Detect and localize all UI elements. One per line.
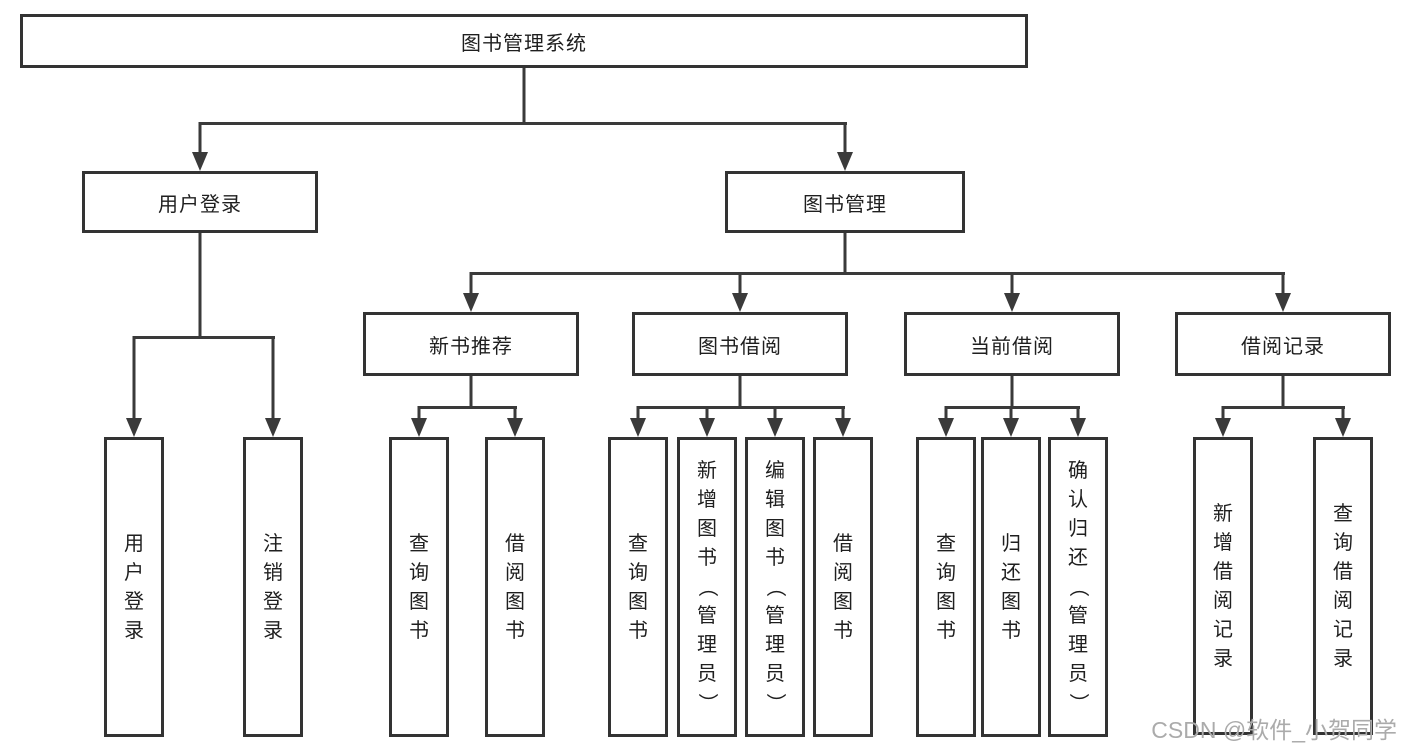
connector-segment [417,406,421,424]
node-label: 确认归还（管理员） [1067,460,1089,713]
connector-segment [738,272,742,298]
connector-segment [738,376,742,406]
connector-segment [1009,406,1013,424]
connector-segment [469,272,473,298]
connector-segment [944,406,948,424]
leaf-borrow-books: 借阅图书 [813,437,873,737]
node-label: 用户登录 [124,532,144,642]
connector-segment [1222,406,1345,409]
connector-segment [133,336,275,339]
leaf-add-borrow-record: 新增借阅记录 [1193,437,1253,735]
node-library-management-system: 图书管理系统 [20,14,1028,68]
node-borrowing-records: 借阅记录 [1175,312,1391,376]
arrow-down-icon [732,293,748,312]
node-label: 借阅图书 [505,532,525,642]
csdn-watermark: CSDN @软件_小贺同学 [1151,717,1397,743]
arrow-down-icon [938,418,954,437]
connector-segment [945,406,1080,409]
node-label: 归还图书 [1001,532,1021,642]
leaf-confirm-return-admin: 确认归还（管理员） [1048,437,1108,737]
connector-segment [522,68,526,122]
connector-segment [198,122,202,156]
node-label: 用户登录 [158,193,242,216]
node-book-borrowing: 图书借阅 [632,312,848,376]
connector-segment [418,406,517,409]
node-label: 查询图书 [409,532,429,642]
leaf-query-books-current: 查询图书 [916,437,976,737]
connector-segment [198,233,202,336]
node-label: 图书借阅 [698,335,782,358]
connector-segment [636,406,640,424]
arrow-down-icon [1003,418,1019,437]
connector-segment [1221,406,1225,424]
node-label: 当前借阅 [970,335,1054,358]
arrow-down-icon [837,152,853,171]
node-new-book-recommendation: 新书推荐 [363,312,579,376]
arrow-down-icon [1070,418,1086,437]
arrow-down-icon [192,152,208,171]
node-label: 注销登录 [263,532,283,642]
leaf-logout: 注销登录 [243,437,303,737]
node-book-management: 图书管理 [725,171,965,233]
arrow-down-icon [767,418,783,437]
connector-segment [469,376,473,406]
arrow-down-icon [630,418,646,437]
connector-segment [513,406,517,424]
node-label: 新增借阅记录 [1213,502,1233,670]
arrow-down-icon [411,418,427,437]
connector-segment [1341,406,1345,424]
connector-segment [841,406,845,424]
node-current-borrowing: 当前借阅 [904,312,1120,376]
connector-segment [271,336,275,420]
connector-segment [199,122,847,125]
node-label: 查询图书 [936,532,956,642]
arrow-down-icon [126,418,142,437]
arrow-down-icon [265,418,281,437]
node-label: 查询图书 [628,532,648,642]
connector-segment [773,406,777,424]
node-label: 新增图书（管理员） [696,460,718,713]
leaf-edit-books-admin: 编辑图书（管理员） [745,437,805,737]
node-user-login: 用户登录 [82,171,318,233]
leaf-query-books-recommend: 查询图书 [389,437,449,737]
connector-segment [1076,406,1080,424]
arrow-down-icon [507,418,523,437]
arrow-down-icon [1275,293,1291,312]
node-label: 图书管理系统 [461,32,587,55]
arrow-down-icon [463,293,479,312]
leaf-user-login: 用户登录 [104,437,164,737]
connector-segment [637,406,845,409]
node-label: 借阅记录 [1241,335,1325,358]
connector-segment [1010,376,1014,406]
connector-segment [470,272,1285,275]
connector-segment [132,336,136,420]
connector-segment [1010,272,1014,298]
connector-segment [1281,376,1285,406]
node-label: 图书管理 [803,193,887,216]
arrow-down-icon [699,418,715,437]
arrow-down-icon [1335,418,1351,437]
node-label: 查询借阅记录 [1333,502,1353,670]
node-label: 编辑图书（管理员） [764,460,786,713]
leaf-query-borrow-record: 查询借阅记录 [1313,437,1373,735]
arrow-down-icon [1215,418,1231,437]
arrow-down-icon [835,418,851,437]
connector-segment [705,406,709,424]
leaf-return-books: 归还图书 [981,437,1041,737]
connector-segment [1281,272,1285,298]
leaf-borrow-books-recommend: 借阅图书 [485,437,545,737]
leaf-query-books-borrowing: 查询图书 [608,437,668,737]
node-label: 新书推荐 [429,335,513,358]
leaf-add-books-admin: 新增图书（管理员） [677,437,737,737]
node-label: 借阅图书 [833,532,853,642]
connector-segment [843,233,847,272]
connector-segment [843,122,847,156]
arrow-down-icon [1004,293,1020,312]
